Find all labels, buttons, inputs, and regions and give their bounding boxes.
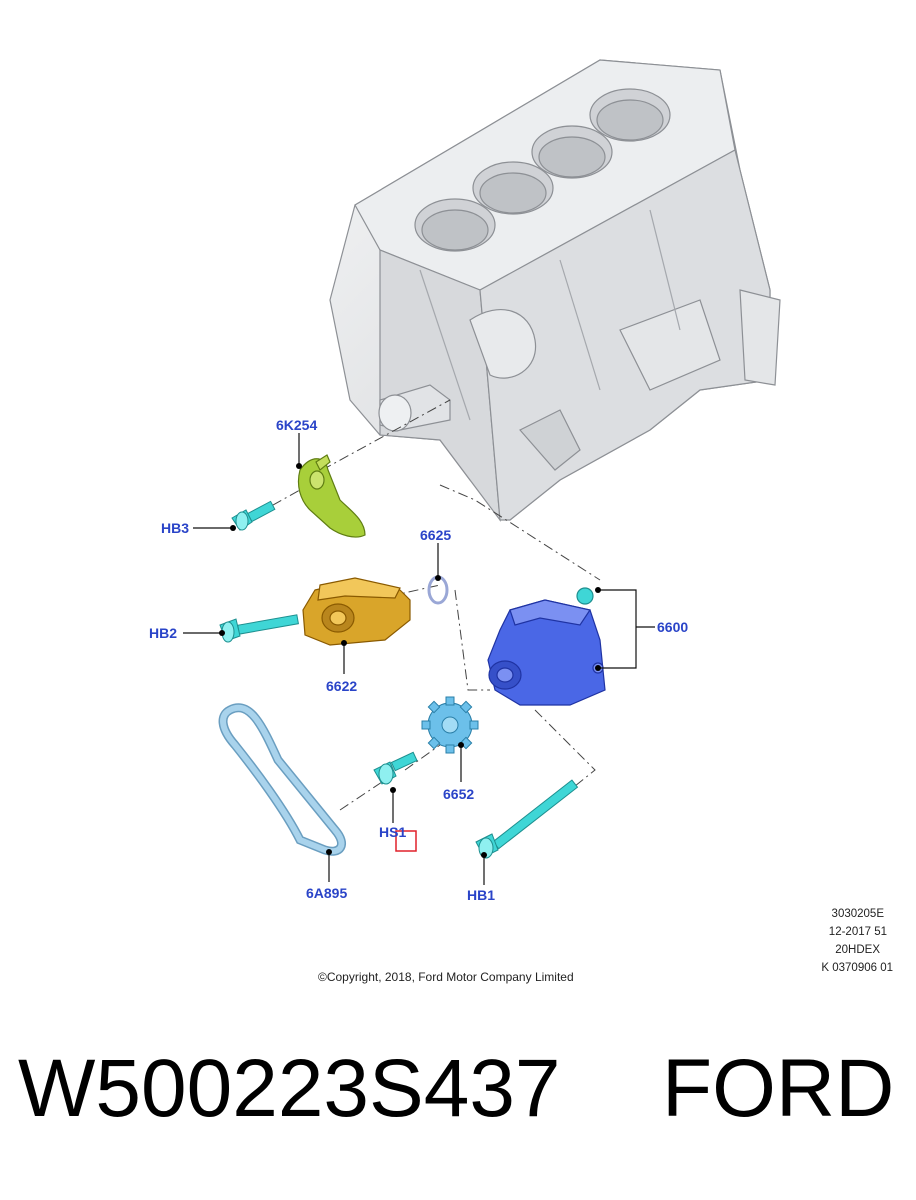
engine-block [329,59,781,523]
callout-dots [219,463,601,858]
callout-leaders [183,433,655,885]
part-number-caption: W500223S437 [18,1043,561,1134]
bolt-hs1 [373,751,418,785]
copyright-notice: ©Copyright, 2018, Ford Motor Company Lim… [318,970,574,984]
callout-6600: 6600 [657,619,688,635]
oil-pump-part [487,587,606,706]
ref-line-1: 3030205E [832,908,885,920]
ref-line-2: 12-2017 51 [829,926,887,938]
callout-6a895: 6A895 [306,885,347,901]
ref-line-4: K 0370906 01 [821,962,893,974]
callout-6652: 6652 [443,786,474,802]
brand-caption: FORD [662,1043,895,1134]
tensioner-arm-part [297,454,366,538]
bolt-hb2 [219,614,299,643]
ref-line-3: 20HDEX [835,944,880,956]
highlight-box [395,830,417,852]
exploded-parts-diagram: 6K254 HB3 6625 HB2 6622 6600 6652 HS1 6A… [149,59,893,984]
callout-hb3: HB3 [161,520,189,536]
chain-tensioner-part [302,577,411,646]
callout-hs1: HS1 [379,824,406,840]
reference-code-block: 3030205E 12-2017 51 20HDEX K 0370906 01 [821,908,893,974]
timing-chain-part [218,703,346,856]
callout-6625: 6625 [420,527,451,543]
sprocket-part [421,696,479,754]
bolt-hb3 [231,500,276,531]
bolt-hb1 [475,779,579,859]
callout-6622: 6622 [326,678,357,694]
callout-hb2: HB2 [149,625,177,641]
callout-6k254: 6K254 [276,417,317,433]
callout-hb1: HB1 [467,887,495,903]
